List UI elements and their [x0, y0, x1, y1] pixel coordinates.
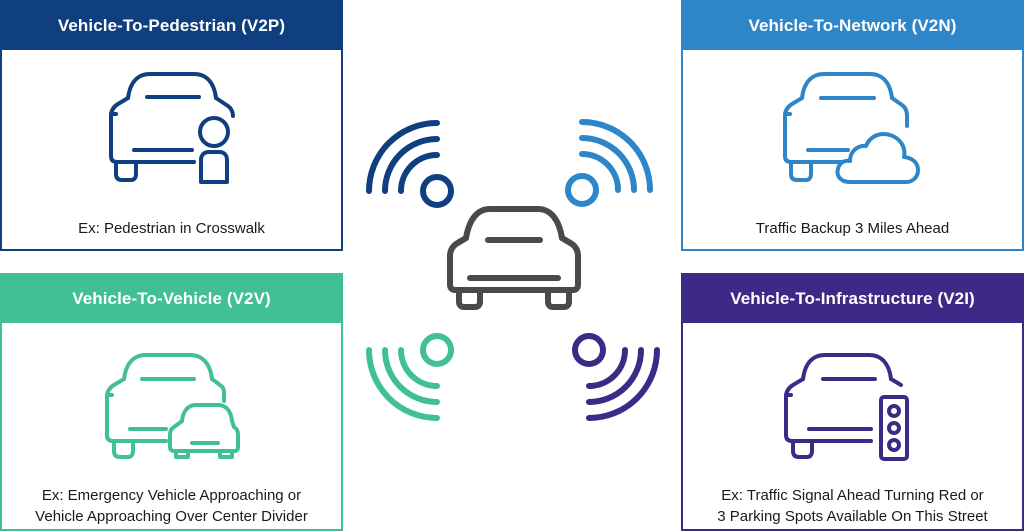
- car-with-cloud-icon: [782, 72, 920, 184]
- v2i-caption-line-2: 3 Parking Spots Available On This Street: [717, 508, 988, 525]
- v2n-card-caption: Traffic Backup 3 Miles Ahead: [683, 218, 1022, 239]
- v2p-card-caption: Ex: Pedestrian in Crosswalk: [2, 218, 341, 239]
- car-with-traffic-light-icon: [783, 353, 909, 461]
- v2n-caption-line: Traffic Backup 3 Miles Ahead: [755, 220, 950, 237]
- v2n-card: Vehicle-To-Network (V2N) Traffic Backup …: [681, 0, 1024, 251]
- signal-bottom-right-icon: [572, 333, 660, 421]
- v2i-caption-line-1: Ex: Traffic Signal Ahead Turning Red or: [721, 487, 984, 504]
- v2v-card: Vehicle-To-Vehicle (V2V): [0, 273, 343, 531]
- signal-top-left-icon: [366, 120, 454, 208]
- v2i-card-caption: Ex: Traffic Signal Ahead Turning Red or …: [683, 485, 1022, 527]
- v2v-card-title: Vehicle-To-Vehicle (V2V): [2, 275, 341, 323]
- car-with-pedestrian-icon: [108, 72, 235, 184]
- v2p-caption-line: Ex: Pedestrian in Crosswalk: [78, 220, 265, 237]
- signal-top-right-icon: [565, 119, 653, 207]
- center-diagram: [366, 119, 660, 421]
- v2i-card: Vehicle-To-Infrastructure (V2I): [681, 273, 1024, 531]
- v2v-caption-line-2: Vehicle Approaching Over Center Divider: [35, 508, 308, 525]
- signal-bottom-left-icon: [366, 333, 454, 421]
- v2i-card-title: Vehicle-To-Infrastructure (V2I): [683, 275, 1022, 323]
- two-cars-icon: [104, 353, 240, 459]
- v2v-caption-line-1: Ex: Emergency Vehicle Approaching or: [41, 487, 302, 504]
- v2v-card-caption: Ex: Emergency Vehicle Approaching or Veh…: [2, 485, 341, 527]
- connected-car-icon: [447, 206, 581, 310]
- v2p-card: Vehicle-To-Pedestrian (V2P) Ex: Pedestri…: [0, 0, 343, 251]
- v2n-card-title: Vehicle-To-Network (V2N): [683, 2, 1022, 50]
- v2p-card-title: Vehicle-To-Pedestrian (V2P): [2, 2, 341, 50]
